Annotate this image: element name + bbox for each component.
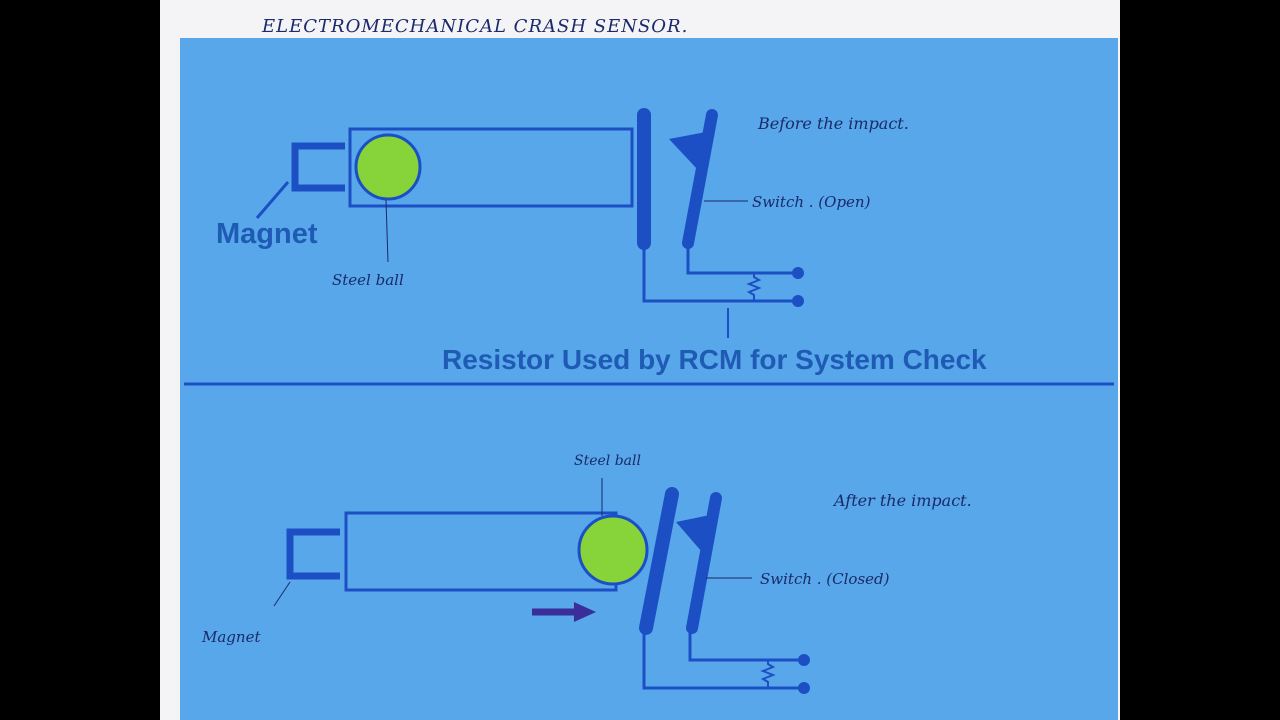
terminal-dot: [798, 682, 810, 694]
steel-ball-label: Steel ball: [574, 453, 641, 469]
resistor-icon: [760, 660, 776, 688]
steel-ball-label: Steel ball: [332, 271, 404, 289]
state-note: Before the impact.: [757, 114, 909, 133]
magnet-icon: [286, 528, 340, 580]
magnet-label: Magnet: [201, 628, 261, 646]
lower-wire: [642, 243, 798, 303]
contact-tip: [669, 132, 706, 170]
movable-contact: [686, 492, 722, 634]
fixed-contact: [639, 487, 679, 635]
upper-wire: [688, 630, 804, 662]
switch-label: Switch . (Open): [752, 193, 871, 211]
state-note: After the impact.: [832, 491, 972, 510]
contact-tip: [676, 515, 710, 552]
movable-contact: [682, 109, 718, 249]
magnet-label: Magnet: [216, 218, 318, 250]
terminal-dot: [798, 654, 810, 666]
push-arrow-icon: [574, 602, 596, 622]
top-sensor: Magnet Steel ball Before the impact. Swi…: [216, 108, 987, 375]
magnet-leader: [255, 181, 290, 219]
sensor-tube: [348, 127, 634, 208]
bottom-sensor: Steel ball After the impact. Switch . (C…: [201, 453, 972, 694]
terminal-dot: [792, 295, 804, 307]
resistor-caption: Resistor Used by RCM for System Check: [442, 344, 987, 375]
magnet-leader: [273, 581, 291, 607]
ball-leader: [385, 199, 389, 263]
steel-ball: [354, 133, 422, 201]
terminal-dot: [792, 267, 804, 279]
lower-wire: [642, 630, 804, 690]
steel-ball: [577, 514, 649, 586]
resistor-icon: [746, 273, 762, 301]
magnet-icon: [291, 142, 345, 192]
upper-wire: [686, 243, 798, 275]
page-title: ELECTROMECHANICAL CRASH SENSOR.: [261, 16, 688, 37]
switch-label: Switch . (Closed): [760, 570, 890, 588]
